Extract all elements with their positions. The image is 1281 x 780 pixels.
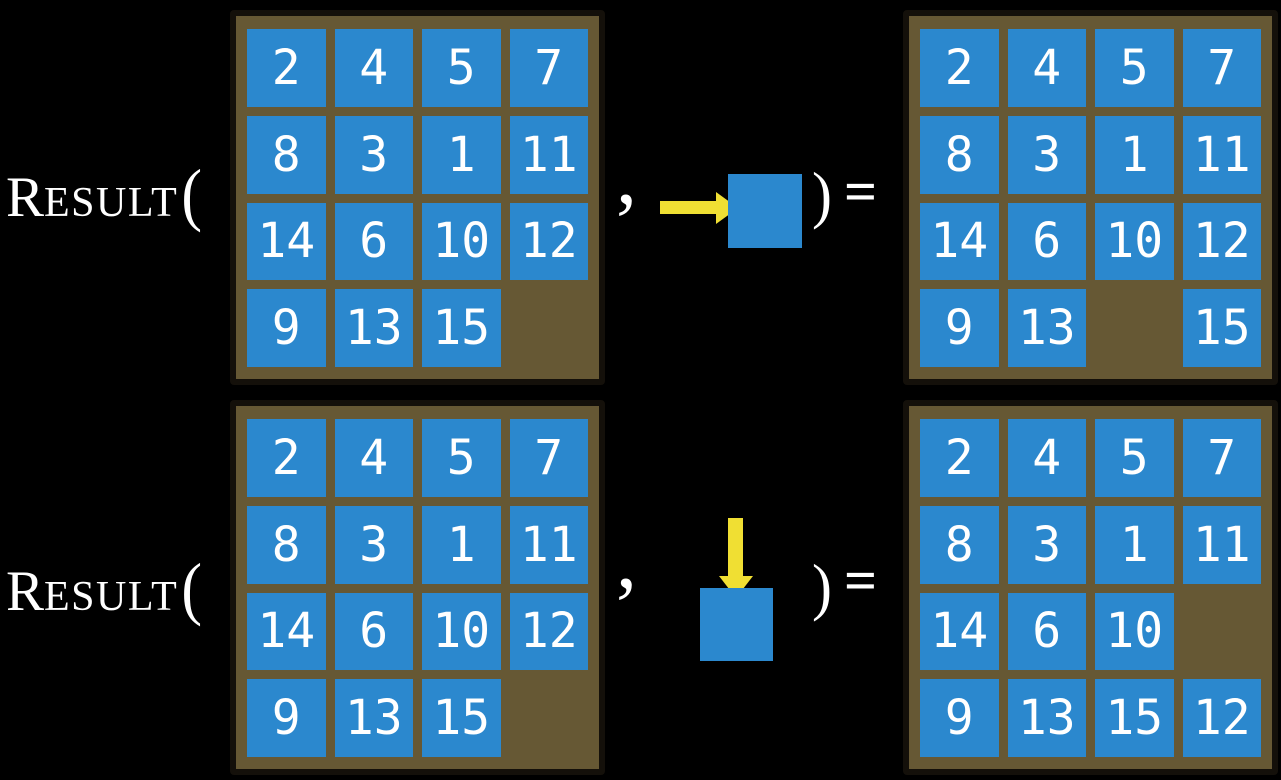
puzzle-empty-cell [1095,289,1174,367]
puzzle-tile-8: 8 [920,115,999,194]
puzzle-tile-11: 11 [1182,115,1261,194]
puzzle-tile-6: 6 [334,202,413,281]
puzzle-tile-15: 15 [1182,289,1261,367]
puzzle-tile-3: 3 [334,115,413,194]
puzzle-tile-14: 14 [247,592,326,671]
puzzle-tile-7: 7 [509,419,588,497]
puzzle-tile-8: 8 [920,505,999,584]
puzzle-tile-4: 4 [1007,419,1086,497]
puzzle-tile-4: 4 [1007,29,1086,107]
puzzle-tile-8: 8 [247,505,326,584]
puzzle-tile-1: 1 [1095,505,1174,584]
moved-tile-square-icon [700,588,773,661]
puzzle-tile-2: 2 [247,419,326,497]
puzzle-tile-10: 10 [1095,592,1174,671]
puzzle-tile-14: 14 [920,592,999,671]
puzzle-tile-1: 1 [1095,115,1174,194]
puzzle-tile-9: 9 [247,289,326,367]
puzzle-empty-cell [510,679,589,757]
moved-tile-square-icon [728,174,802,248]
puzzle-tile-9: 9 [920,289,999,367]
puzzle-tile-12: 12 [1182,679,1261,757]
puzzle-tile-15: 15 [422,679,501,757]
puzzle-tile-13: 13 [334,679,413,757]
puzzle-tile-5: 5 [422,29,501,107]
function-name-smallcaps: ESULT [44,180,179,226]
puzzle-tile-7: 7 [1182,29,1261,107]
puzzle-tile-10: 10 [1095,202,1174,281]
puzzle-tile-12: 12 [1182,202,1261,281]
puzzle-tile-1: 1 [422,505,501,584]
puzzle-tile-15: 15 [422,289,501,367]
comma-separator: , [616,129,637,222]
puzzle-tile-6: 6 [334,592,413,671]
function-label: R ESULT ( [6,160,202,229]
equals-sign: = [844,548,878,613]
puzzle-tile-14: 14 [920,202,999,281]
puzzle-tile-12: 12 [509,202,588,281]
puzzle-tile-7: 7 [1182,419,1261,497]
puzzle-tile-5: 5 [1095,419,1174,497]
puzzle-tile-5: 5 [1095,29,1174,107]
puzzle-tile-3: 3 [1007,505,1086,584]
function-name-initial: R [6,560,45,623]
puzzle-tile-6: 6 [1007,202,1086,281]
puzzle-empty-cell [510,289,589,367]
puzzle-tile-14: 14 [247,202,326,281]
puzzle-tile-2: 2 [247,29,326,107]
comma-separator: , [616,513,637,606]
puzzle-tile-11: 11 [509,115,588,194]
puzzle-tile-4: 4 [334,419,413,497]
equals-sign: = [844,159,878,224]
function-name-initial: R [6,166,45,229]
function-name-smallcaps: ESULT [44,574,179,620]
puzzle-tile-2: 2 [920,29,999,107]
puzzle-tile-2: 2 [920,419,999,497]
puzzle-tile-11: 11 [509,505,588,584]
puzzle-tile-9: 9 [247,679,326,757]
puzzle-tile-10: 10 [422,592,501,671]
arrow-down-icon [728,518,743,578]
puzzle-tile-3: 3 [334,505,413,584]
puzzle-tile-7: 7 [509,29,588,107]
arrow-right-icon [660,201,718,214]
function-label: R ESULT ( [6,554,202,623]
puzzle-tile-5: 5 [422,419,501,497]
puzzle-tile-4: 4 [334,29,413,107]
close-paren: ) [812,160,832,230]
puzzle-tile-6: 6 [1007,592,1086,671]
puzzle-tile-13: 13 [1007,289,1086,367]
puzzle-tile-13: 13 [334,289,413,367]
puzzle-empty-cell [1183,593,1262,671]
puzzle-tile-11: 11 [1182,505,1261,584]
puzzle-tile-15: 15 [1095,679,1174,757]
puzzle-tile-3: 3 [1007,115,1086,194]
puzzle-tile-10: 10 [422,202,501,281]
close-paren: ) [812,552,832,622]
open-paren: ( [181,551,202,628]
puzzle-tile-12: 12 [509,592,588,671]
puzzle-tile-1: 1 [422,115,501,194]
puzzle-tile-13: 13 [1007,679,1086,757]
open-paren: ( [181,157,202,234]
puzzle-tile-8: 8 [247,115,326,194]
puzzle-tile-9: 9 [920,679,999,757]
